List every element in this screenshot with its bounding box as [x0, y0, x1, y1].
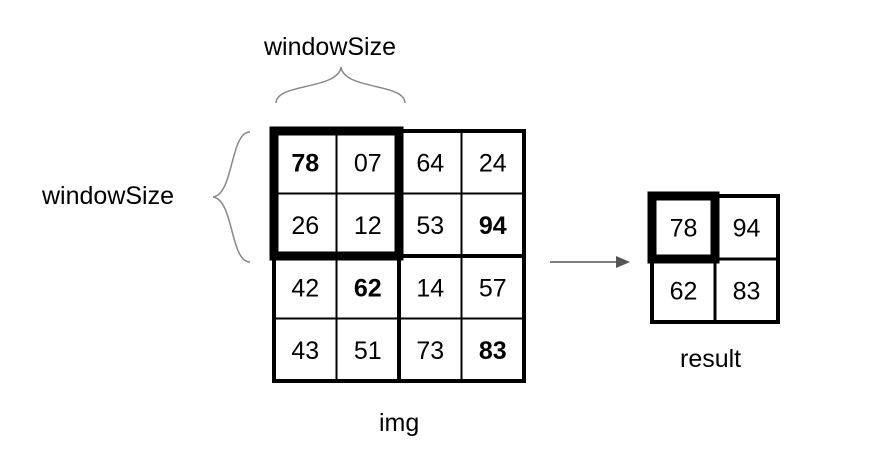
img-cell-value: 26 — [291, 212, 319, 240]
arrow — [550, 256, 630, 268]
window-size-top-brace — [275, 66, 406, 104]
img-cell-value: 73 — [416, 337, 444, 365]
img-cell-value: 78 — [291, 149, 319, 177]
img-cell-value: 94 — [479, 212, 507, 240]
result-cell-value: 83 — [733, 278, 761, 306]
img-cell-value: 64 — [416, 149, 444, 177]
result-grid: 78 94 62 83 — [647, 191, 780, 324]
img-cell-value: 53 — [416, 212, 444, 240]
img-label: img — [379, 409, 420, 437]
window-size-left-label: windowSize — [42, 182, 175, 210]
result-label: result — [680, 345, 742, 373]
result-highlight — [647, 191, 720, 264]
img-cell-value: 14 — [416, 274, 444, 302]
img-grid: 78 07 64 24 26 12 53 94 42 62 14 57 43 51 73 83 — [269, 126, 526, 383]
result-cell-value: 62 — [670, 278, 698, 306]
window-size-left-brace — [212, 131, 251, 263]
img-cell-value: 62 — [354, 274, 382, 302]
img-cell-value: 57 — [479, 274, 507, 302]
window-size-top-label: windowSize — [264, 33, 397, 61]
img-cell-value: 12 — [354, 212, 382, 240]
window-highlight — [269, 126, 404, 261]
img-cell-value: 83 — [479, 337, 507, 365]
img-cell-value: 42 — [291, 274, 319, 302]
result-cell-value: 78 — [670, 215, 698, 243]
img-cell-value: 24 — [479, 149, 507, 177]
img-cell-value: 51 — [354, 337, 382, 365]
result-cell-value: 94 — [733, 215, 761, 243]
img-cell-value: 43 — [291, 337, 319, 365]
img-cell-value: 07 — [354, 149, 382, 177]
